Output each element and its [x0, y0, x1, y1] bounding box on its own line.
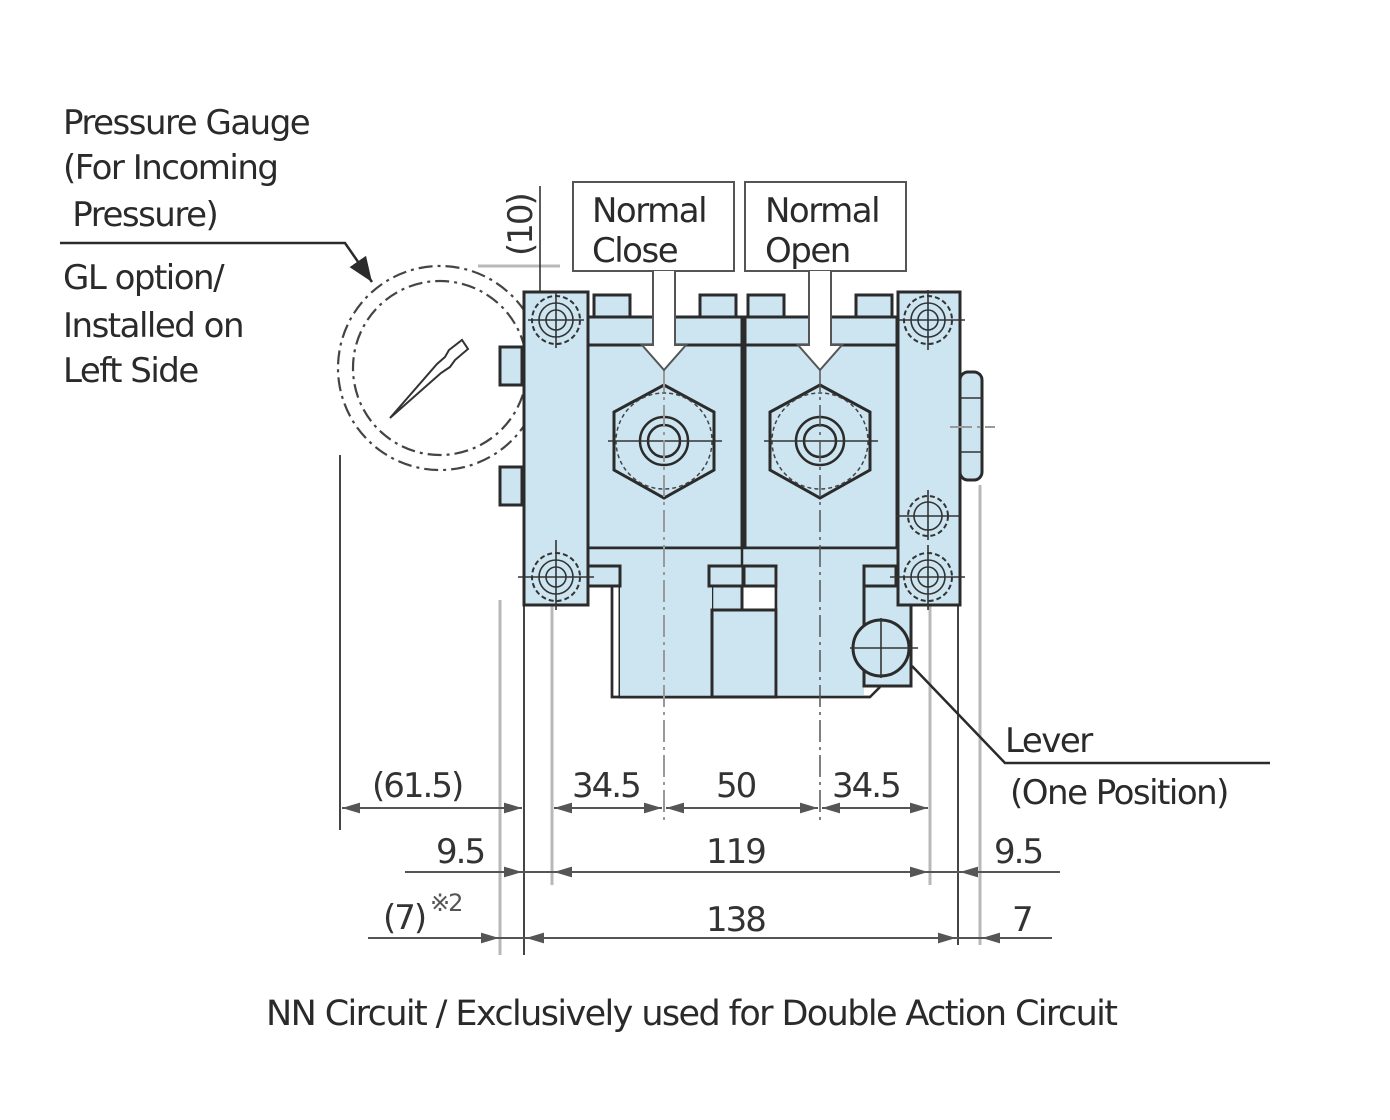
bolt-icon — [528, 292, 584, 348]
plug-icon — [896, 490, 960, 540]
pressure-gauge-label-line2: (For Incoming — [63, 148, 277, 188]
pressure-gauge — [336, 264, 544, 507]
normal-close-callout: Normal Close — [572, 181, 735, 372]
gl-option-label: GL option/ Installed on Left Side — [63, 258, 245, 391]
dimension-row-1: (61.5) 34.5 50 34.5 — [342, 766, 928, 814]
right-end-plate — [896, 290, 962, 607]
pressure-gauge-label: Pressure Gauge (For Incoming Pressure) — [63, 103, 311, 235]
lever-label: Lever (One Position) — [911, 665, 1270, 813]
dim-pitch-left: 34.5 — [572, 766, 640, 806]
gauge-needle-icon — [389, 338, 470, 419]
dim-pitch-center: 50 — [716, 766, 756, 806]
lever-leader-line — [911, 665, 1270, 765]
lever-label-line2: (One Position) — [1010, 773, 1228, 813]
dim-gauge-width: (61.5) — [372, 766, 462, 806]
valve-body — [518, 290, 995, 825]
gl-option-label-line2: Installed on — [63, 306, 243, 346]
dim-top-offset: (10) — [501, 194, 541, 256]
bolt-icon — [518, 540, 594, 610]
normal-open-line1: Normal — [765, 191, 879, 231]
dim-pitch-right: 34.5 — [832, 766, 900, 806]
normal-open-line2: Open — [765, 231, 850, 271]
drawing-caption: NN Circuit / Exclusively used for Double… — [266, 994, 1117, 1034]
bolt-icon — [898, 290, 965, 350]
dim-edge-right: 7 — [1012, 900, 1032, 940]
dim-flange-right: 9.5 — [994, 832, 1042, 872]
bolt-icon — [890, 545, 965, 610]
dim-bolt-span: 119 — [706, 832, 765, 872]
dimension-row-2: 9.5 119 9.5 — [405, 832, 1060, 878]
normal-open-arrow-icon — [795, 271, 845, 372]
normal-close-arrow-icon — [639, 271, 689, 372]
gl-option-label-line1: GL option/ — [63, 258, 225, 298]
normal-close-line2: Close — [592, 231, 678, 271]
lever-label-line1: Lever — [1005, 721, 1093, 761]
extension-lines — [339, 186, 982, 955]
gauge-port — [498, 345, 524, 387]
pressure-gauge-label-line3: Pressure) — [63, 195, 217, 235]
gauge-leader-line — [60, 241, 374, 283]
pressure-gauge-label-line1: Pressure Gauge — [63, 103, 310, 143]
normal-open-callout: Normal Open — [744, 181, 907, 372]
lever-icon — [850, 618, 918, 678]
dim-overall-width: 138 — [706, 900, 765, 940]
dim-flange-left: 9.5 — [436, 832, 484, 872]
gl-option-label-line3: Left Side — [63, 351, 198, 391]
dimension-row-3: (7) ※2 138 7 — [368, 889, 1052, 944]
gauge-port-lower — [498, 465, 524, 507]
normal-close-line1: Normal — [592, 191, 706, 231]
dim-edge-left-note: ※2 — [430, 889, 461, 917]
dim-edge-left: (7) — [383, 898, 425, 938]
